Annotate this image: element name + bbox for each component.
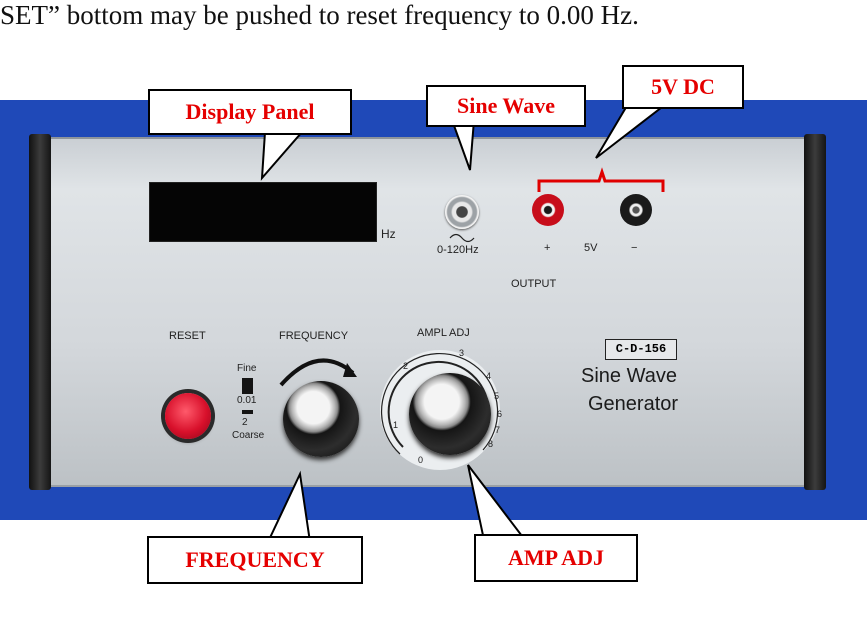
dial-mark-2: 2 [403,361,409,371]
fine-coarse-switch[interactable] [242,378,253,394]
coarse-label: Coarse [232,430,265,441]
frequency-knob[interactable] [283,381,359,457]
right-end-cap [804,134,826,490]
switch-marker [242,410,253,414]
sine-wave-bnc-connector[interactable] [445,195,479,229]
model-badge: C-D-156 [605,339,677,360]
left-end-cap [29,134,51,490]
dial-mark-1: 1 [393,420,399,430]
hz-unit-label: Hz [381,227,396,241]
amp-adj-callout: AMP ADJ [474,534,638,582]
reset-button[interactable] [165,393,211,439]
rotation-arrow-icon [279,358,357,387]
dial-mark-8: 8 [488,439,494,449]
ampl-adj-label: AMPL ADJ [417,327,470,339]
dial-mark-4: 4 [486,371,492,381]
positive-terminal[interactable] [532,194,564,226]
display-panel-callout: Display Panel [148,89,352,135]
sine-wave-callout: Sine Wave [426,85,586,127]
fine-label: Fine [237,363,257,374]
output-label: OUTPUT [511,278,557,290]
amplitude-knob[interactable] [409,373,491,455]
coarse-step-label: 2 [242,417,248,428]
negative-terminal[interactable] [620,194,652,226]
volt-label: 5V [584,242,598,254]
title-line-2: Generator [588,393,679,415]
reset-label: RESET [169,330,206,342]
frequency-callout: FREQUENCY [147,536,363,584]
dial-mark-0: 0 [418,455,424,465]
frequency-panel-label: FREQUENCY [279,330,349,342]
dial-mark-5: 5 [494,391,500,401]
dial-mark-6: 6 [497,409,503,419]
plus-label: + [544,242,551,254]
sine-range-label: 0-120Hz [437,244,479,256]
caption-text: SET” bottom may be pushed to reset frequ… [0,0,639,30]
dial-mark-7: 7 [495,425,501,435]
display-panel [149,182,377,242]
minus-label: − [631,242,638,254]
5v-dc-callout: 5V DC [622,65,744,109]
fine-step-label: 0.01 [237,395,257,406]
front-panel: Hz 0-120Hz + 5V − OUTPUT RESET Fine 0.01… [29,134,826,490]
title-line-1: Sine Wave [581,365,677,387]
dial-mark-3: 3 [459,348,465,358]
sine-wave-icon [449,233,475,243]
